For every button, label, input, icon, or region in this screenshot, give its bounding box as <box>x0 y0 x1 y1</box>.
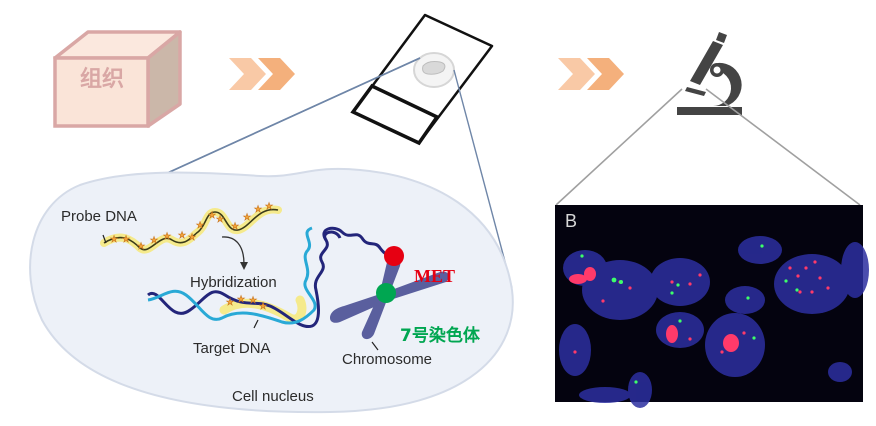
probe-dna: ★★★ ★★★ ★★★ ★★★ ★★ <box>100 201 282 254</box>
svg-text:★: ★ <box>259 301 267 311</box>
svg-text:★: ★ <box>163 231 171 241</box>
svg-text:★: ★ <box>226 297 234 307</box>
cell-nucleus-label: Cell nucleus <box>232 388 314 405</box>
svg-text:★: ★ <box>150 235 158 245</box>
glass-slide-icon <box>350 13 494 146</box>
svg-text:★: ★ <box>254 204 262 214</box>
panel-label: B <box>565 211 577 231</box>
svg-text:★: ★ <box>188 232 196 242</box>
svg-text:★: ★ <box>178 230 186 240</box>
target-dna: ★★★★ <box>147 226 393 329</box>
double-chevron-right-icon <box>229 58 295 90</box>
svg-text:★: ★ <box>110 234 118 244</box>
centromere-green-signal <box>376 283 396 303</box>
svg-text:★: ★ <box>249 295 257 305</box>
fluorescent-label-stars: ★★★ ★★★ ★★★ ★★★ ★★ <box>110 201 274 252</box>
tissue-label: 组织 <box>80 66 124 92</box>
microscope-icon <box>677 32 742 115</box>
fish-micrograph: B <box>555 205 869 408</box>
svg-text:★: ★ <box>208 210 216 220</box>
probe-dna-label: Probe DNA <box>61 208 137 225</box>
svg-text:★: ★ <box>243 212 251 222</box>
chromosome-7-label: 7号染色体 <box>400 325 481 346</box>
svg-text:★: ★ <box>137 241 145 251</box>
svg-text:★: ★ <box>265 201 273 211</box>
svg-text:★: ★ <box>122 234 130 244</box>
callout-line-micro-right <box>705 88 861 206</box>
double-chevron-right-icon <box>558 58 624 90</box>
svg-text:★: ★ <box>237 294 245 304</box>
met-gene-label: MET <box>414 266 455 286</box>
chromosome-label: Chromosome <box>342 351 432 368</box>
target-dna-label: Target DNA <box>193 340 271 357</box>
tissue-block-icon: 组织 <box>53 30 182 128</box>
met-gene-red-signal <box>384 246 404 266</box>
svg-text:★: ★ <box>216 214 224 224</box>
svg-text:★: ★ <box>196 220 204 230</box>
cell-nucleus <box>29 167 514 414</box>
hybridization-arrow <box>221 236 245 265</box>
callout-line-micro-left <box>555 88 683 206</box>
callout-line-right <box>453 69 513 289</box>
hybridization-label: Hybridization <box>190 274 277 291</box>
svg-text:★: ★ <box>231 221 239 231</box>
